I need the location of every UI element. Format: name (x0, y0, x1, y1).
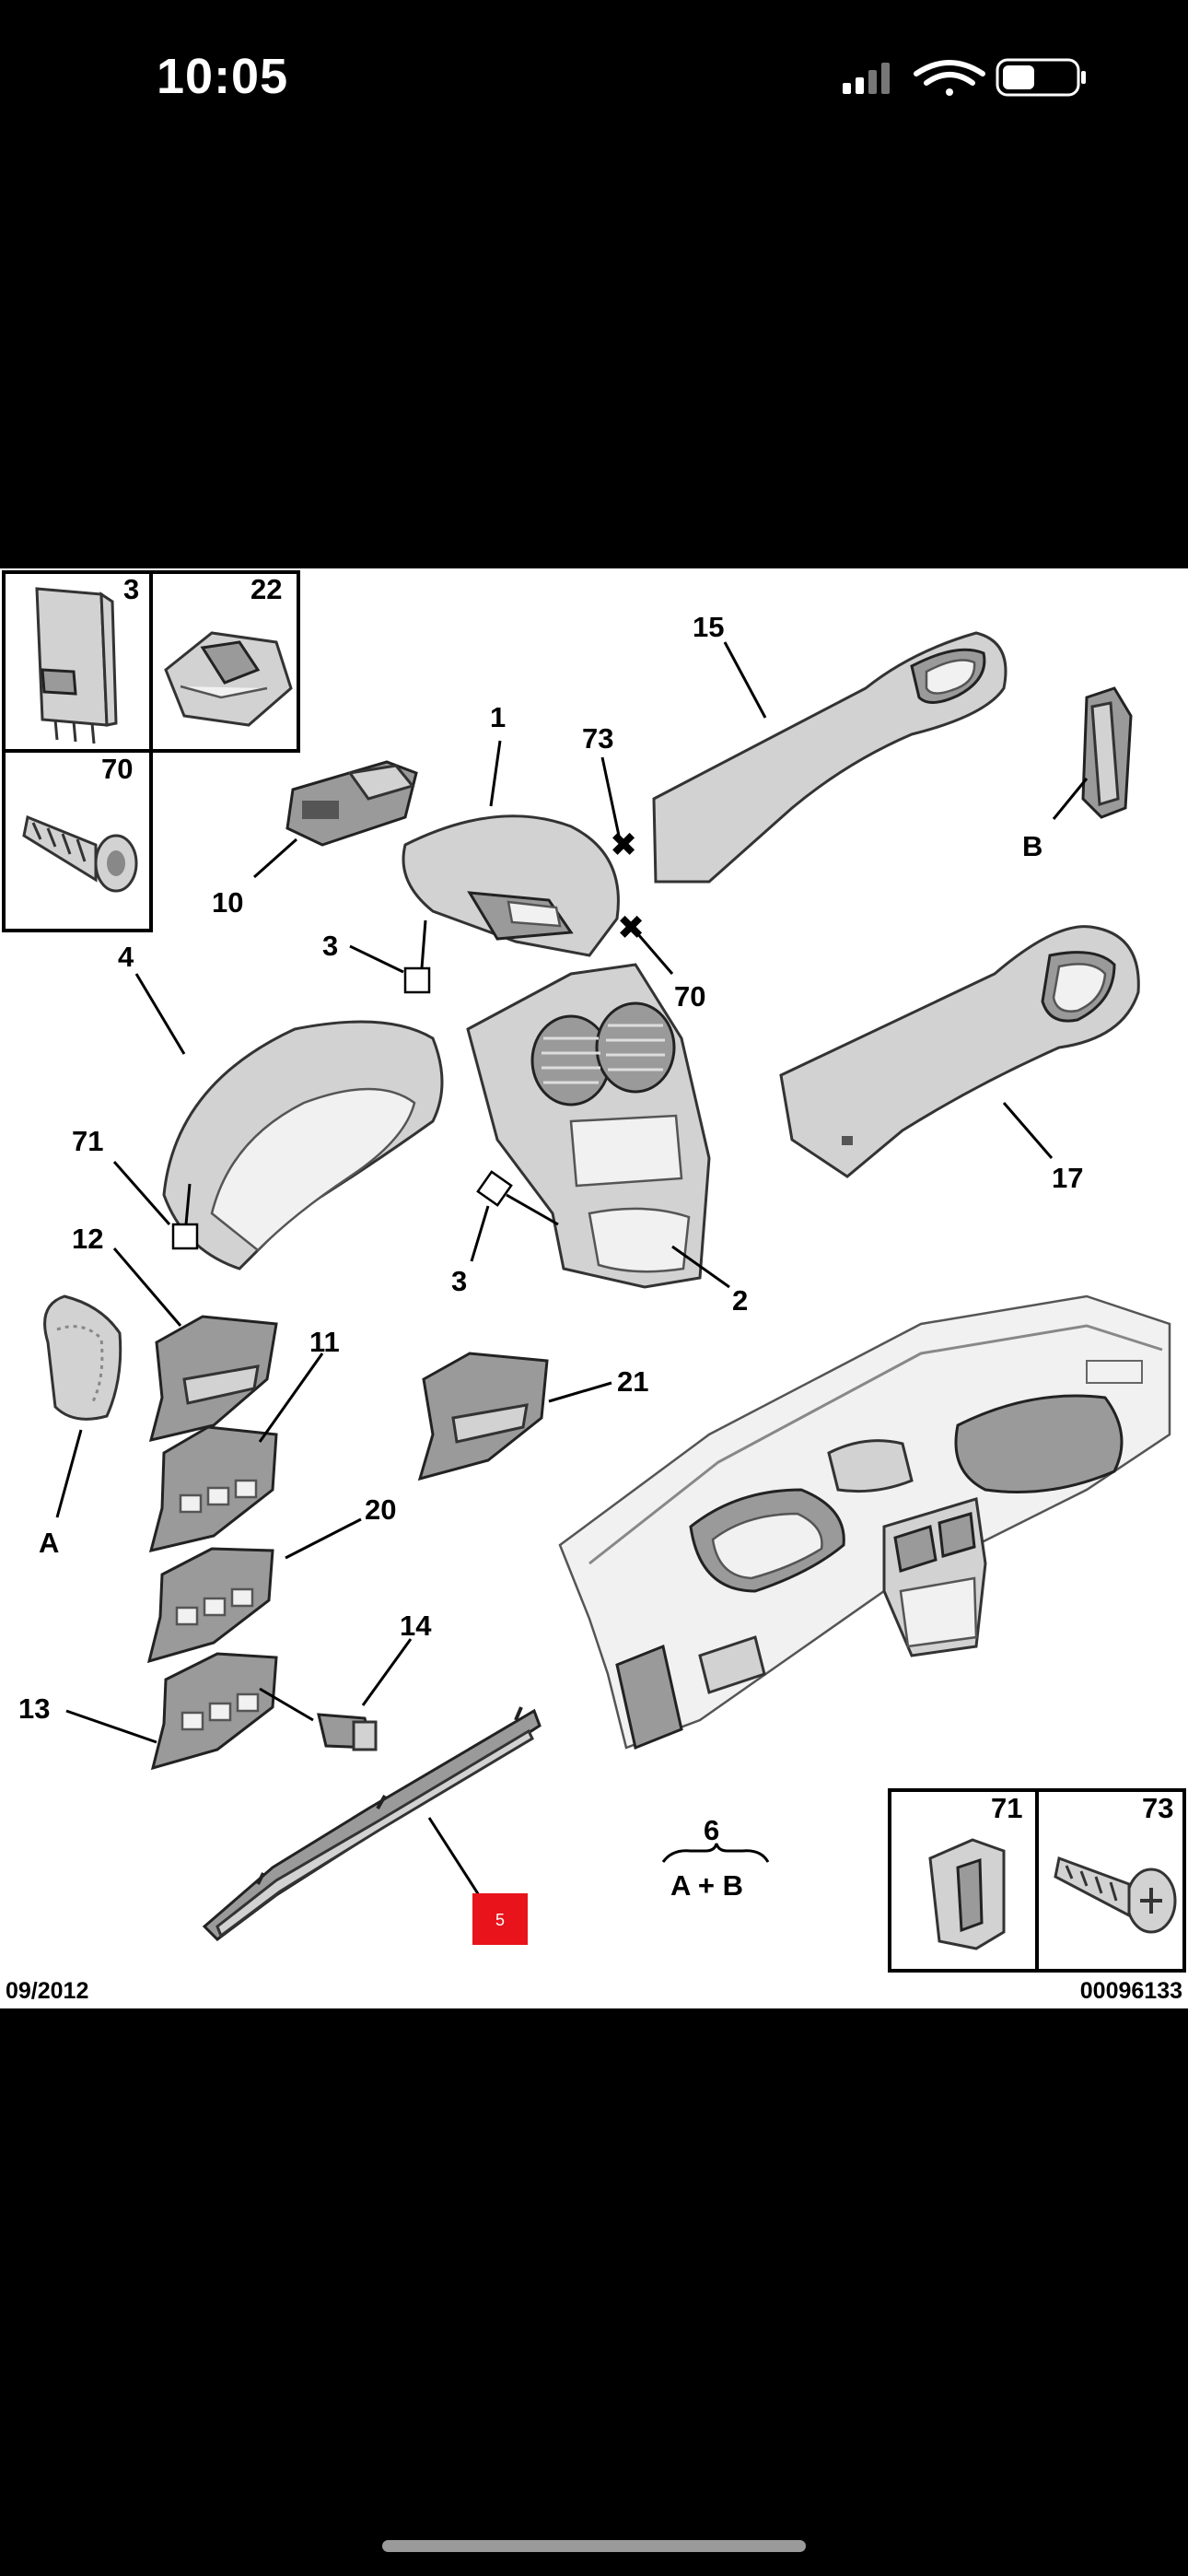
callout-5-highlighted: 5 (495, 1911, 505, 1929)
connector-line-14 (259, 1687, 314, 1722)
callout-11: 11 (309, 1326, 340, 1358)
push-clip-part (928, 1838, 1006, 1950)
leader-3-lower (470, 1205, 490, 1262)
status-time: 10:05 (157, 49, 289, 104)
part-a-side-cover (43, 1294, 122, 1421)
highlight-box-5[interactable] (472, 1893, 528, 1945)
leader-b (1052, 778, 1089, 820)
leader-14 (361, 1638, 413, 1706)
tapping-screw-part (1054, 1856, 1177, 1934)
part-13-switch-panel (150, 1652, 278, 1771)
part-14-connector (317, 1713, 378, 1751)
part-5-lower-trim-strip (202, 1706, 542, 1941)
part-4-instrument-cowl (162, 1020, 444, 1270)
kit-contents: A + B (670, 1869, 743, 1902)
callout-b: B (1022, 830, 1042, 862)
part-21-switch-blank (417, 1352, 549, 1481)
part-11-switch-panel (148, 1425, 278, 1553)
clip-marker-3-upper (403, 966, 431, 994)
callout-2: 2 (732, 1284, 748, 1317)
clip-marker-70: ✖ (617, 908, 645, 946)
callout-71: 71 (72, 1125, 103, 1157)
leader-5 (427, 1817, 481, 1896)
callout-21: 21 (617, 1365, 648, 1398)
leader-4 (134, 973, 186, 1055)
date-code: 09/2012 (6, 1978, 88, 2004)
callout-3-lower: 3 (451, 1265, 467, 1297)
dashboard-assembly (558, 1294, 1171, 1751)
leader-a (55, 1429, 83, 1518)
inset-top-left: 3 22 70 (2, 570, 300, 932)
leader-15 (723, 641, 767, 719)
callout-73: 73 (582, 722, 613, 755)
callout-1: 1 (490, 701, 506, 733)
reference-number: 00096133 (1080, 1978, 1182, 2004)
inset-cell-71-label: 71 (991, 1792, 1022, 1824)
part-10-control-module (285, 760, 418, 847)
leader-12 (112, 1247, 182, 1327)
leader-2 (671, 1245, 730, 1289)
leader-3-lower-b (506, 1193, 559, 1226)
leader-71-b (184, 1183, 192, 1225)
part-20-switch-panel (146, 1547, 274, 1664)
leader-3-upper (349, 944, 404, 974)
wifi-icon (914, 60, 985, 96)
callout-6-kit: 6 (704, 1814, 719, 1846)
part-17-lower-trim-panel (779, 925, 1140, 1178)
status-bar: 10:05 (0, 0, 1188, 147)
callout-4: 4 (118, 941, 134, 973)
leader-70 (635, 932, 674, 975)
inset-cell-70-label: 70 (101, 753, 133, 785)
part-b-end-cap (1081, 686, 1133, 819)
signal-icon (843, 63, 890, 94)
callout-14: 14 (400, 1610, 432, 1642)
callout-3-upper: 3 (322, 930, 338, 962)
status-icons (843, 58, 1086, 97)
inset-bottom-right: 71 73 (888, 1788, 1186, 1973)
callout-12: 12 (72, 1223, 103, 1255)
callout-10: 10 (212, 886, 243, 919)
callout-15: 15 (693, 611, 724, 643)
home-indicator[interactable] (382, 2540, 806, 2552)
leader-20 (285, 1517, 362, 1560)
callout-a: A (39, 1527, 59, 1559)
callout-13: 13 (18, 1692, 50, 1725)
clip-marker-3-lower (476, 1170, 513, 1207)
leader-13 (65, 1709, 157, 1744)
battery-icon (996, 58, 1086, 97)
leader-73 (600, 756, 621, 837)
part-2-centre-bezel (466, 963, 711, 1289)
leader-11 (258, 1352, 324, 1443)
part-15-upper-trim-panel (652, 631, 1007, 884)
inset-cell-22-label: 22 (250, 573, 282, 605)
leader-21 (548, 1381, 612, 1403)
inset-cell-73-label: 73 (1142, 1792, 1173, 1824)
leader-71 (112, 1161, 171, 1225)
leader-17 (1002, 1102, 1054, 1159)
clip-marker-73: ✖ (610, 825, 637, 863)
part-1-steering-cowl (402, 814, 620, 957)
fastening-clip-part (164, 631, 293, 727)
inset-cell-3-label: 3 (123, 573, 139, 605)
leader-10 (253, 837, 297, 879)
parts-diagram: 3 22 70 10 (0, 568, 1188, 2008)
leader-3-upper-b (420, 919, 427, 969)
callout-17: 17 (1052, 1162, 1083, 1194)
self-tapping-screw-part (22, 814, 138, 893)
callout-70: 70 (674, 980, 705, 1013)
exploded-view: 3 22 70 10 (2, 570, 1186, 2004)
part-12-switch-blank (148, 1315, 278, 1443)
kit-brace (661, 1843, 770, 1863)
leader-1 (489, 740, 502, 807)
callout-20: 20 (365, 1493, 396, 1526)
clip-marker-71 (171, 1223, 199, 1250)
relay-module-part (35, 587, 118, 744)
